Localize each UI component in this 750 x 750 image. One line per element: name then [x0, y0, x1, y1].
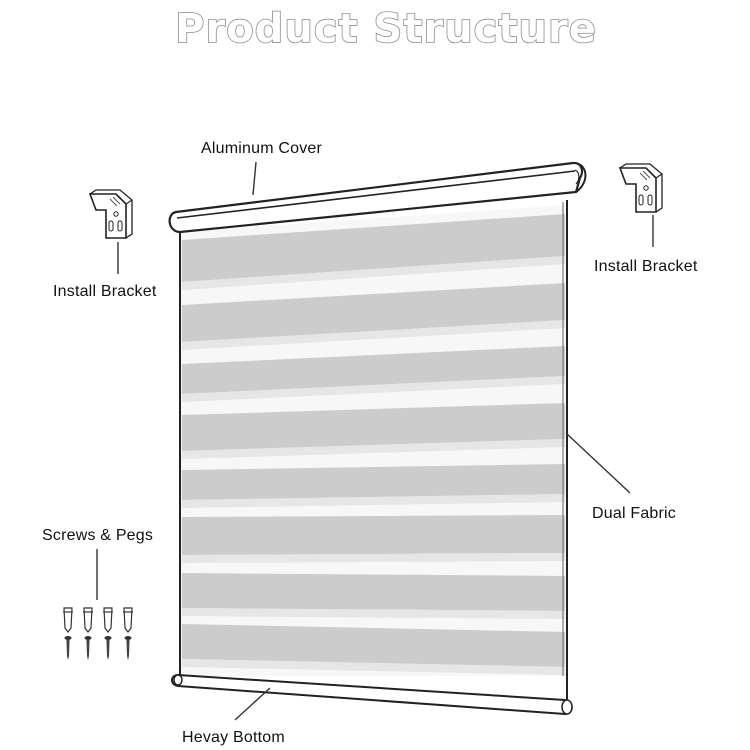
label-install-bracket-right: Install Bracket: [594, 258, 698, 275]
fabric-stripe: [182, 624, 565, 667]
fabric-stripe-edge: [182, 439, 565, 459]
leader-heavy-bottom: [234, 687, 271, 721]
fabric-stripe: [182, 464, 565, 500]
screw-peg-icon: [123, 607, 133, 660]
install-bracket-icon: [618, 163, 663, 213]
fabric-stripe-edge: [182, 608, 565, 619]
fabric-stripe-edge: [182, 494, 565, 508]
page-title: Product Structure: [175, 6, 597, 52]
fabric-stripe: [182, 283, 565, 342]
install-bracket-icon: [88, 189, 133, 239]
heavy-bottom-rail: [171, 673, 573, 716]
fabric-stripe: [182, 346, 565, 394]
fabric-stripe: [182, 573, 565, 611]
fabric-stripe-edge: [182, 256, 565, 290]
label-aluminum-cover: Aluminum Cover: [201, 140, 323, 157]
screw-peg-icon: [83, 607, 93, 660]
title-banner: Product Structure: [174, 5, 597, 53]
fabric-stripe-edge: [182, 553, 565, 563]
blind-frame: [179, 200, 568, 700]
label-heavy-bottom: Hevay Bottom: [182, 729, 285, 746]
fabric-stripe-edge: [182, 320, 565, 350]
fabric-stripe: [182, 403, 565, 451]
label-install-bracket-left: Install Bracket: [53, 283, 157, 300]
fabric-stripe: [182, 214, 565, 282]
fabric-stripe: [182, 515, 565, 555]
screw-peg-icon: [103, 607, 113, 660]
leader-aluminum-cover: [252, 161, 257, 196]
aluminum-cover: [168, 161, 587, 234]
screws-and-pegs: [63, 607, 133, 660]
leader-lines: [96, 161, 654, 721]
fabric-stripe-edge: [182, 376, 565, 402]
screw-peg-icon: [63, 607, 73, 660]
leader-dual-fabric: [565, 432, 631, 494]
label-dual-fabric: Dual Fabric: [592, 505, 677, 522]
fabric-stripe-edge: [182, 659, 565, 675]
dual-fabric-stripes: [182, 214, 565, 675]
label-screws-pegs: Screws & Pegs: [42, 527, 154, 544]
